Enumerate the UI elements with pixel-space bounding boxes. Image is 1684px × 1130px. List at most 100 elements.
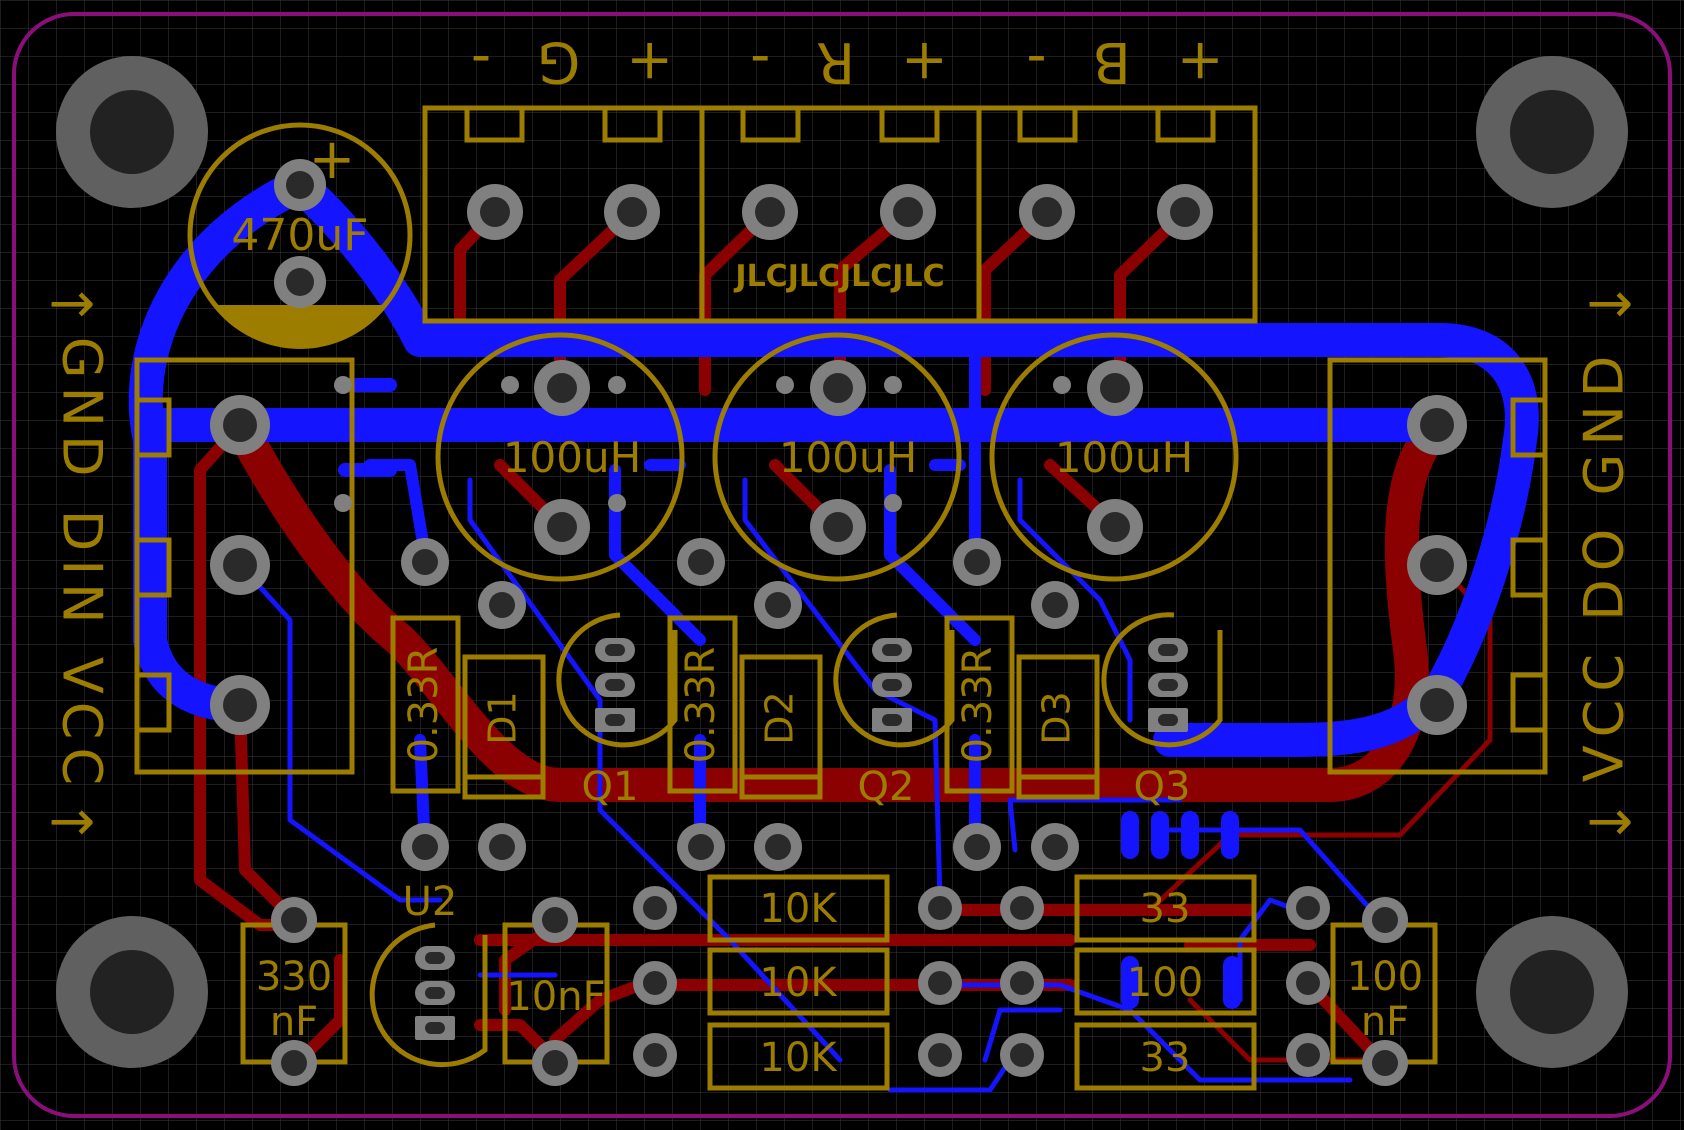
right-conn-tab1 [1510, 397, 1548, 458]
res-033-3-body [944, 615, 1015, 794]
res-33-1-body [1074, 874, 1257, 943]
left-connector-label: GND DIN VCC [50, 337, 113, 793]
right-arrow-top: → [1587, 271, 1634, 336]
via-7 [884, 376, 902, 394]
cap-470-label: 470uF [231, 210, 368, 261]
diode-1-body [462, 654, 546, 800]
pad-a6-drill [1042, 592, 1068, 618]
u2-pin-3-drill [425, 1022, 445, 1034]
cap-100-unit: nF [1361, 999, 1409, 1045]
cap-100-pin-1-drill [1372, 907, 1398, 933]
inductor-3-pin-2-drill [1100, 512, 1130, 542]
q1-pin-3-drill [605, 714, 625, 726]
left-arrow-bottom: → [49, 789, 96, 854]
res-033-2-label: 0.33R [678, 647, 724, 764]
d1-label: D1 [481, 691, 525, 744]
via-2 [334, 494, 352, 512]
res-10k-2-pin-r2-drill [1010, 971, 1034, 995]
q2-pin-3-drill [882, 714, 902, 726]
via-6 [776, 376, 794, 394]
res-33-1-label: 33 [1140, 886, 1191, 932]
conn-g-pin-1-drill [480, 197, 510, 227]
diode-3-body [1016, 654, 1100, 800]
cap-330-value: 330 [256, 954, 332, 1000]
left-conn-tab1 [134, 397, 172, 458]
via-9 [1053, 376, 1071, 394]
q1-pin-2-drill [605, 679, 625, 691]
cap-100-value: 100 [1347, 954, 1423, 1000]
inductor-2-pin-2-drill [823, 512, 853, 542]
pad-a3-drill [688, 549, 714, 575]
cap-330-unit: nF [270, 999, 318, 1045]
mount-hole-top-left-drill [90, 90, 174, 174]
conn-g-tab2 [602, 105, 663, 143]
pad-c1-drill [643, 896, 667, 920]
via-4 [608, 376, 626, 394]
blue-thin-7 [982, 1007, 1063, 1063]
res-033-1-label: 0.33R [401, 647, 447, 764]
res-10k-3-pin-l-drill [928, 1043, 952, 1067]
left-conn-pin-1-drill [223, 408, 257, 442]
pad-b3-drill [688, 834, 714, 860]
q2-pin-2-drill [882, 679, 902, 691]
u2-pin-1-drill [425, 952, 445, 964]
d2-label: D2 [758, 691, 802, 744]
res-033-1-body [390, 615, 461, 794]
u2-label: U2 [403, 879, 458, 925]
q3-pin-1-drill [1158, 644, 1178, 656]
q3-outline [1101, 612, 1223, 748]
inductor-3-label: 100uH [1055, 433, 1193, 482]
left-conn-pin-3-drill [223, 688, 257, 722]
inductor-2-pin-1-drill [823, 373, 853, 403]
pad-b1-drill [412, 834, 438, 860]
right-conn-pin-1-drill [1420, 408, 1454, 442]
right-conn-tab3 [1510, 672, 1548, 733]
q1-pin-1-drill [605, 644, 625, 656]
pad-a5-drill [964, 549, 990, 575]
blue-thin-3 [1017, 477, 1133, 723]
d3-label: D3 [1035, 691, 1079, 744]
right-conn-pin-3-drill [1420, 688, 1454, 722]
pad-b4-drill [765, 834, 791, 860]
q1-outline [556, 612, 678, 748]
res-033-2-body [667, 615, 738, 794]
right-conn-pin-2-drill [1420, 548, 1454, 582]
res-10k-2-pin-l-drill [928, 971, 952, 995]
res-100-body [1074, 947, 1257, 1016]
cap-470-pin-1-drill [286, 171, 314, 199]
left-conn-tab3 [134, 672, 172, 733]
via-5 [608, 494, 626, 512]
q1-label: Q1 [582, 764, 639, 810]
bottom-copper-layer [128, 168, 1539, 1093]
res-10k-1-pin-r2-drill [1010, 896, 1034, 920]
inductor-2-label: 100uH [779, 433, 917, 482]
cap-10nf-pin-2-drill [542, 1050, 568, 1076]
cap-330-pin-1-drill [281, 907, 307, 933]
left-arrow-top: → [49, 271, 96, 336]
q2-outline [833, 612, 955, 748]
conn-g-tab1 [464, 105, 525, 143]
blue-thin-1 [467, 477, 843, 1063]
q2-label: Q2 [858, 764, 915, 810]
cap-470-plus: + [309, 127, 356, 192]
left-conn-pin-2-drill [223, 548, 257, 582]
q3-pin-2-drill [1158, 679, 1178, 691]
board-outline [12, 12, 1672, 1118]
pad-a4-drill [765, 592, 791, 618]
res-10k-1-body [707, 874, 890, 943]
red-bottom-line-3 [549, 979, 646, 1046]
u2-outline [369, 922, 488, 1068]
q3-label: Q3 [1134, 764, 1191, 810]
via-8 [884, 494, 902, 512]
cap-10nf-label: 10nF [506, 974, 605, 1020]
conn-b-pin-2-drill [1170, 197, 1200, 227]
conn-b-body [976, 105, 1258, 324]
res-10k-1-label: 10K [759, 886, 838, 932]
silk-text-layer: 470uF + + G - + R - + B - JLCJLCJLCJLC 1… [49, 29, 1636, 1081]
conn-r-label: + R - [736, 29, 948, 94]
pad-c2-drill [643, 971, 667, 995]
conn-b-pin-1-drill [1032, 197, 1062, 227]
inductor-1-pin-1-drill [547, 373, 577, 403]
blue-thin-5 [1007, 797, 1183, 853]
res-100-label: 100 [1127, 960, 1203, 1006]
